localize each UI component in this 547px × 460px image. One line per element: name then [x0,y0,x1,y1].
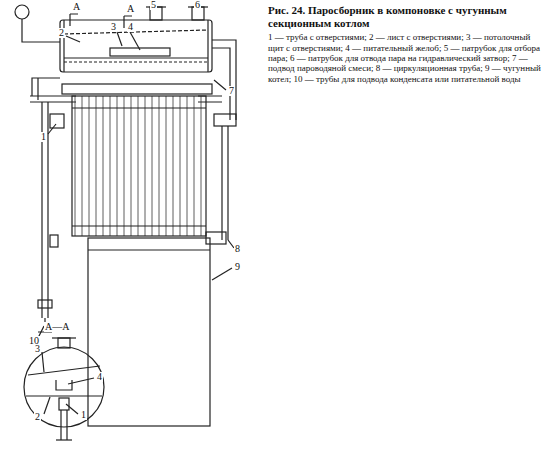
callout-number: 8 [234,244,241,254]
callout-number: 6 [194,0,201,10]
callout-number: 2 [58,28,65,38]
section-mark: А [126,4,135,14]
callout-number: 5 [150,0,157,10]
callout-number: 1 [40,132,47,142]
section-mark: А [72,2,81,12]
callout-number: 7 [228,86,235,96]
callout-number: 4 [127,22,134,32]
section-label: А—А [44,322,70,332]
callout-number: 2 [34,412,41,422]
figure-caption: Рис. 24. Паросборник в компоновке с чугу… [268,4,542,29]
callout-number: 9 [234,262,241,272]
callout-number: 3 [110,22,117,32]
callout-number: 4 [96,372,103,382]
legend-text: 1 — труба с отверстиями; 2 — лист с отве… [268,32,542,84]
callout-number: 3 [34,344,41,354]
callout-number: 1 [80,410,87,420]
